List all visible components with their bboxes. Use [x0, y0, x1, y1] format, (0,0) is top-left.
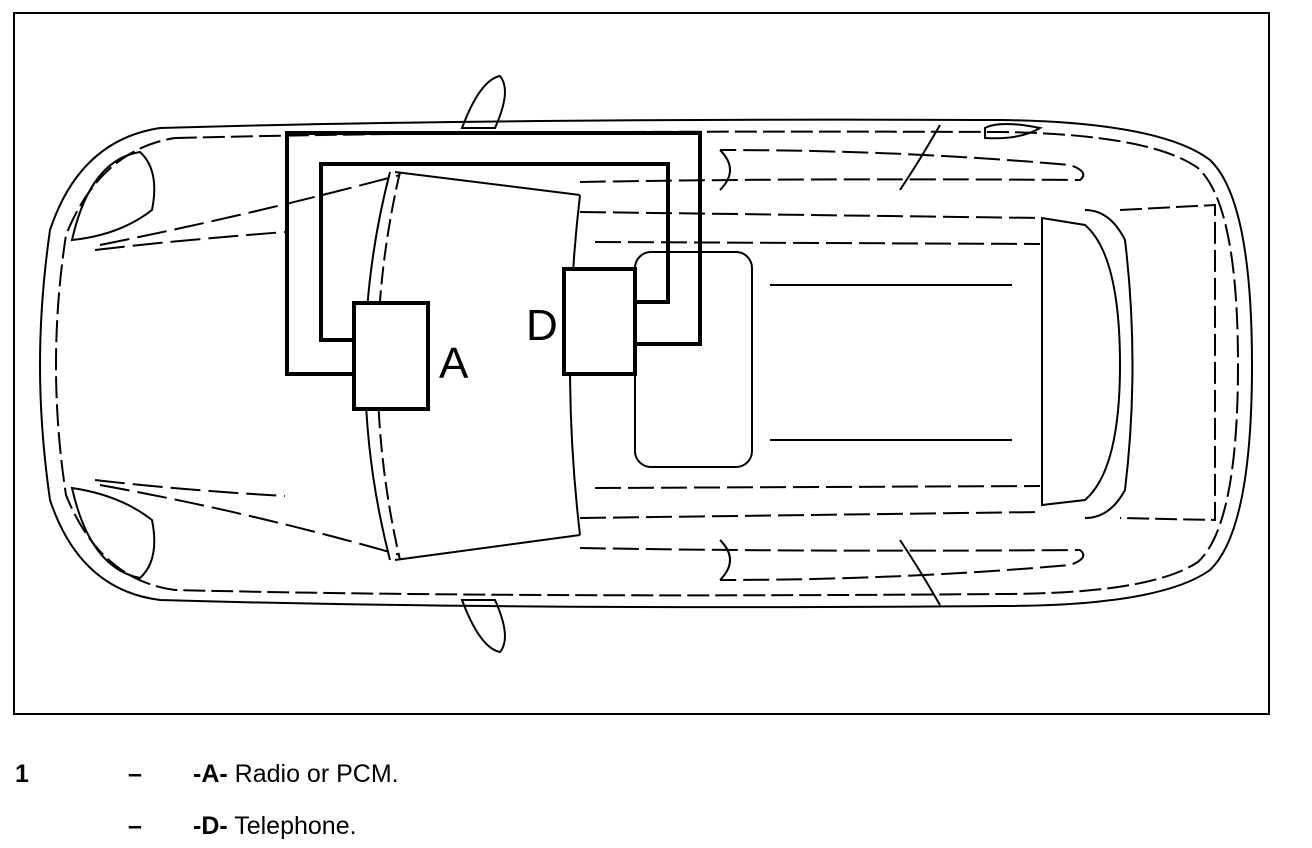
figure-number: 1 — [15, 760, 29, 788]
legend-dash: – — [128, 760, 142, 788]
radio-pcm-box — [352, 301, 430, 411]
legend-letter: -A- — [193, 760, 228, 788]
hood-lines — [94, 174, 401, 556]
figure-frame — [13, 12, 1270, 715]
telephone-box — [562, 267, 637, 376]
legend-description: Telephone. — [227, 812, 357, 840]
legend-item-text: -A- Radio or PCM. — [193, 759, 399, 789]
sunroof — [634, 251, 1012, 468]
door-handles — [719, 123, 1043, 606]
callout-a: A — [439, 339, 469, 388]
headlights — [70, 150, 156, 580]
car-top-view-diagram: A D — [38, 74, 1254, 654]
car-body — [38, 118, 1254, 609]
wiring — [285, 131, 702, 376]
door-lines — [579, 149, 1085, 581]
side-mirrors — [460, 74, 506, 654]
callout-d: D — [526, 301, 558, 350]
legend-item-text: -D- Telephone. — [193, 811, 357, 841]
rear-window — [1041, 203, 1216, 522]
legend-letter: -D- — [193, 812, 228, 840]
legend-dash: – — [128, 812, 142, 840]
legend-description: Radio or PCM. — [227, 760, 399, 788]
